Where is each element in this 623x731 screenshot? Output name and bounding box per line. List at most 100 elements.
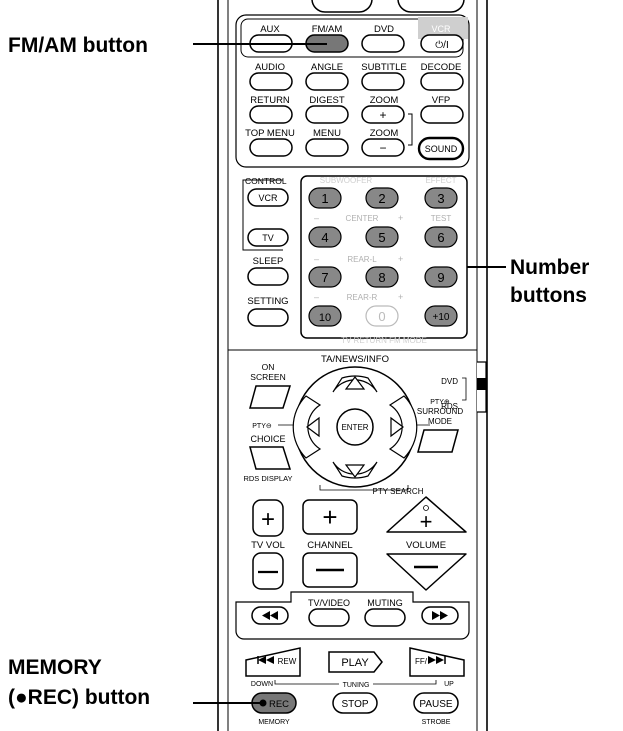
center-label: CENTER <box>346 214 379 223</box>
number-8: 8 <box>378 270 385 285</box>
tuning-label: TUNING <box>343 682 370 689</box>
channel-plus-symbol: + <box>322 502 337 532</box>
number-9: 9 <box>437 270 444 285</box>
zoom-bracket <box>408 113 413 146</box>
pty-minus-label: PTY⊖ <box>252 423 272 430</box>
number-button-1 <box>308 187 342 209</box>
sleep-button <box>247 267 289 286</box>
decode-label: DECODE <box>421 62 462 73</box>
on-screen-button <box>249 385 292 409</box>
number-buttons-callout-line1: Number <box>510 256 590 279</box>
rew-tri-a <box>258 656 266 664</box>
number-2: 2 <box>378 191 385 206</box>
sound-label: SOUND <box>425 144 458 154</box>
tv-vol-label: TV VOL <box>251 540 285 551</box>
return-label: RETURN <box>250 95 290 106</box>
rds-display-label: RDS DISPLAY <box>243 474 292 483</box>
zoom-plus-symbol: + <box>379 108 386 122</box>
number-button-0 <box>365 305 399 327</box>
play-button <box>328 651 383 673</box>
pty-plus-label: PTY⊕ <box>430 399 450 406</box>
rear-r-minus: – <box>314 292 319 302</box>
vfp-button <box>420 105 464 124</box>
audio-label: AUDIO <box>255 62 285 73</box>
number-button-10 <box>308 305 342 327</box>
pause-label: PAUSE <box>419 699 452 710</box>
audio-button <box>249 72 293 91</box>
number-button-9 <box>424 266 458 288</box>
angle-label: ANGLE <box>311 62 343 73</box>
memory-callout-line1: MEMORY <box>8 656 102 679</box>
digest-button <box>305 105 349 124</box>
number-button-6 <box>424 226 458 248</box>
number-button-4 <box>308 226 342 248</box>
surround-label-1: SURROUND <box>417 407 463 416</box>
digest-label: DIGEST <box>309 95 345 106</box>
ff-tri-b <box>436 656 444 664</box>
number-panel-highlight <box>300 175 468 339</box>
muting-label: MUTING <box>367 598 403 608</box>
fm-am-callout: FM/AM button <box>8 34 148 57</box>
surround-mode-button <box>417 429 459 453</box>
zoom-plus-label: ZOOM <box>370 95 399 106</box>
number-button-8 <box>365 266 399 288</box>
number-button-5 <box>365 226 399 248</box>
rewind-icon-b <box>262 611 270 620</box>
rear-l-minus: – <box>314 254 319 264</box>
tv-control-button <box>247 228 289 247</box>
subtitle-button <box>361 72 405 91</box>
enter-label: ENTER <box>341 423 368 432</box>
number-3: 3 <box>437 191 444 206</box>
source-panel <box>235 14 470 168</box>
number-button-2 <box>365 187 399 209</box>
rear-r-label: REAR-R <box>347 293 378 302</box>
zoom-plus-button <box>361 105 405 124</box>
play-label: PLAY <box>341 657 369 669</box>
memory-callout-line2: (●REC) button <box>8 686 151 709</box>
volume-label: VOLUME <box>406 540 446 551</box>
surround-label-2: MODE <box>428 417 452 426</box>
vcr-power-button <box>420 34 464 53</box>
rds-switch-label: RDS <box>441 402 458 411</box>
up-label: UP <box>444 681 454 688</box>
test-label: TEST <box>431 214 452 223</box>
top-button-right-partial <box>397 0 465 13</box>
volume-plus-symbol: + <box>420 509 433 534</box>
number-7: 7 <box>321 270 328 285</box>
zoom-minus-button <box>361 138 405 157</box>
down-arrow-icon <box>344 464 366 478</box>
vcr-label-bg <box>418 17 468 39</box>
center-minus: – <box>314 213 319 223</box>
left-arrow-icon <box>306 416 320 438</box>
on-screen-label-2: SCREEN <box>250 372 285 382</box>
dvd-label: DVD <box>374 24 394 35</box>
side-switch-knob <box>477 378 486 390</box>
zoom-minus-label: ZOOM <box>370 128 399 139</box>
fm-am-label: FM/AM <box>312 24 343 35</box>
top-menu-label: TOP MENU <box>245 128 295 139</box>
tv-vol-plus-symbol: + <box>261 506 275 533</box>
decode-button <box>420 72 464 91</box>
return-button <box>249 105 293 124</box>
control-label: CONTROL <box>245 176 287 186</box>
dvd-switch-label: DVD <box>441 377 458 386</box>
switch-bracket <box>462 377 467 401</box>
stop-button <box>332 692 378 714</box>
tuning-label-bg <box>339 679 373 688</box>
number-button-3 <box>424 187 458 209</box>
subtitle-label: SUBTITLE <box>361 62 406 73</box>
dpad-up-button <box>332 375 378 393</box>
top-menu-button <box>249 138 293 157</box>
number-10: 10 <box>319 312 331 324</box>
strobe-label: STROBE <box>422 719 451 726</box>
pty-search-label: PTY SEARCH <box>373 487 424 496</box>
number-0: 0 <box>378 309 385 324</box>
menu-label: MENU <box>313 128 341 139</box>
channel-label: CHANNEL <box>307 540 352 551</box>
right-arrow-icon <box>390 416 404 438</box>
volume-down-button <box>386 553 467 591</box>
tv-video-label: TV/VIDEO <box>308 598 350 608</box>
tv-control-label: TV <box>262 233 274 243</box>
